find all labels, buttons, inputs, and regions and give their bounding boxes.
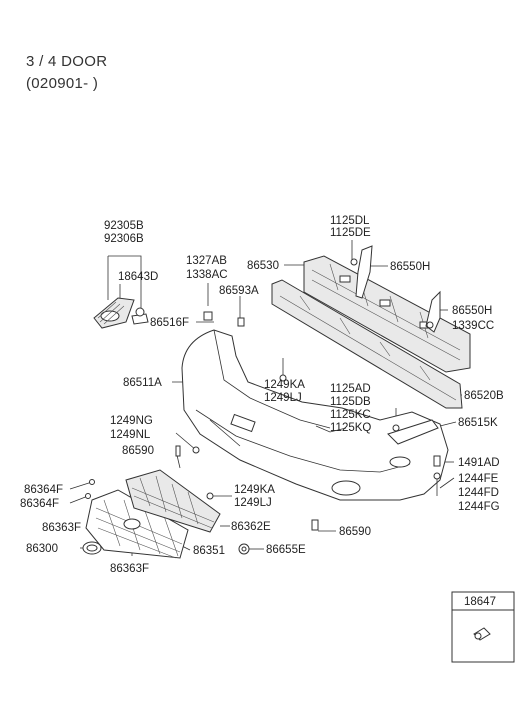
label-86530: 86530: [247, 260, 279, 272]
label-86511A: 86511A: [123, 377, 162, 389]
upper-bracket-left: [355, 245, 373, 299]
part-labels: 92305B 92306B 18643D 1327AB 1338AC 86593…: [20, 215, 504, 575]
label-1125DE: 1125DE: [330, 227, 371, 239]
fog-lamp-bulb: [131, 307, 149, 325]
fog-lamp-bracket: [93, 297, 135, 329]
screw-1249NG: [192, 446, 200, 454]
bulb-icon: [473, 627, 491, 641]
label-86364F-a: 86364F: [24, 484, 63, 496]
label-1339CC: 1339CC: [452, 320, 494, 332]
screw-86590-upper: [175, 445, 181, 457]
label-86351: 86351: [193, 545, 225, 557]
clip-1327AB: [203, 311, 213, 321]
label-1125AD: 1125AD: [330, 383, 371, 395]
screw-1249KA-lower: [206, 492, 214, 500]
label-18643D: 18643D: [118, 271, 158, 283]
label-86300: 86300: [26, 543, 58, 555]
label-86363F-bottom: 86363F: [110, 563, 149, 575]
label-92306B: 92306B: [104, 233, 144, 245]
label-86590-upper: 86590: [122, 445, 154, 457]
label-86590-lower: 86590: [339, 526, 371, 538]
label-86550H-lower: 86550H: [452, 305, 492, 317]
upper-reinforcement: [303, 255, 471, 373]
date-range-heading: (020901- ): [26, 75, 99, 92]
label-1249NL: 1249NL: [110, 429, 151, 441]
label-1249KA-upper: 1249KA: [264, 379, 305, 391]
label-86655E: 86655E: [266, 544, 306, 556]
screw-86590-lower: [311, 519, 319, 531]
label-1491AD: 1491AD: [458, 457, 500, 469]
label-1125KQ: 1125KQ: [330, 422, 371, 434]
screw-1249KA-upper: [279, 374, 287, 382]
clip-1491AD: [433, 455, 441, 467]
clip-86364F-a: [89, 479, 95, 485]
label-86550H-upper: 86550H: [390, 261, 430, 273]
label-86516F: 86516F: [150, 317, 189, 329]
clip-1339CC: [426, 321, 434, 329]
label-1249NG: 1249NG: [110, 415, 153, 427]
label-1249KA-lower: 1249KA: [234, 484, 275, 496]
inset-label: 18647: [464, 596, 496, 608]
fasteners: [85, 311, 441, 531]
nut-86655E: [238, 543, 250, 555]
label-1327AB: 1327AB: [186, 255, 227, 267]
label-1125KC: 1125KC: [330, 409, 371, 421]
emblem: [82, 541, 102, 555]
clip-86593A: [237, 317, 245, 327]
clip-1125DL: [350, 258, 358, 266]
label-1249LJ-lower: 1249LJ: [234, 497, 272, 509]
label-1338AC: 1338AC: [186, 269, 228, 281]
bumper-cover: [181, 329, 449, 501]
label-86515K: 86515K: [458, 417, 498, 429]
label-1244FE: 1244FE: [458, 473, 499, 485]
label-1125DL: 1125DL: [330, 215, 370, 227]
clip-86364F-b: [85, 493, 91, 499]
label-86364F-b: 86364F: [20, 498, 59, 510]
side-bracket: [387, 419, 439, 445]
clip-1125AD: [392, 424, 400, 432]
label-86520B: 86520B: [464, 390, 504, 402]
label-92305B: 92305B: [104, 220, 144, 232]
inset-box-18647: 18647: [451, 591, 515, 663]
model-heading: 3 / 4 DOOR: [26, 53, 108, 70]
label-1244FG: 1244FG: [458, 501, 500, 513]
grille-insert: [125, 469, 221, 533]
grille-emblem-mount: [123, 518, 141, 530]
label-1249LJ-upper: 1249LJ: [264, 392, 302, 404]
label-86362E: 86362E: [231, 521, 271, 533]
label-1244FD: 1244FD: [458, 487, 499, 499]
label-86593A: 86593A: [219, 285, 259, 297]
label-86363F-left: 86363F: [42, 522, 81, 534]
energy-absorber: [271, 279, 463, 409]
label-1125DB: 1125DB: [330, 396, 371, 408]
